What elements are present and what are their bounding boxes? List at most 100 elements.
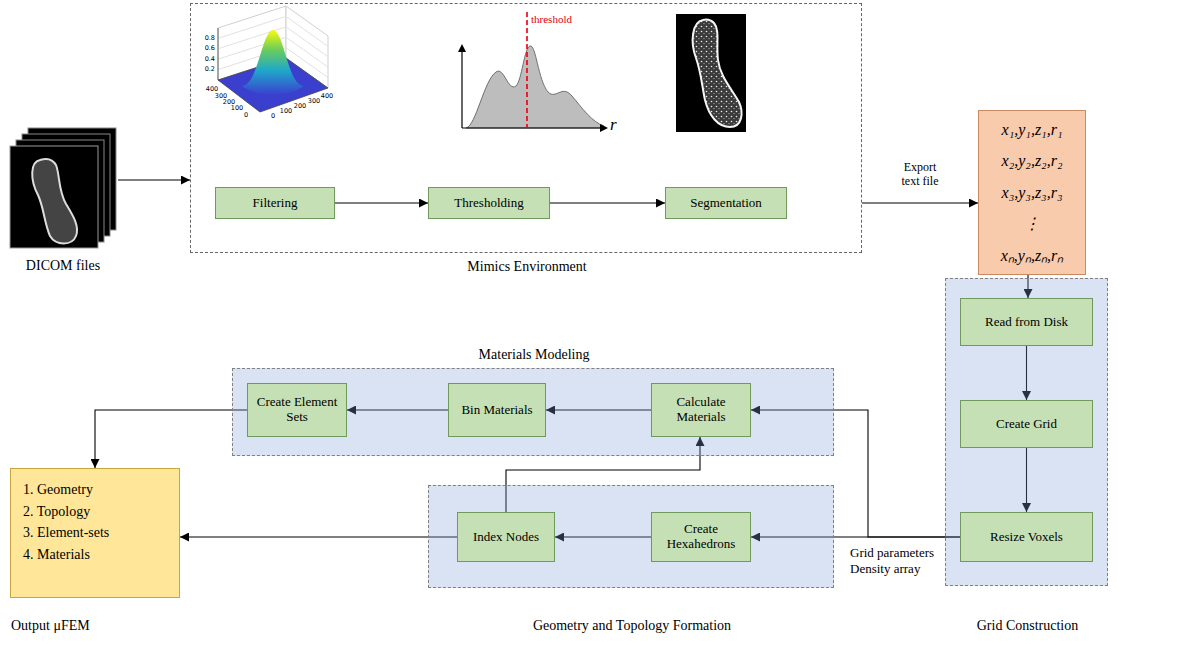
edge-label-holder: Grid parameters Density array bbox=[850, 545, 944, 576]
box-label: Filtering bbox=[253, 196, 298, 211]
coordinate-row: xₙ,yₙ,zₙ,rₙ bbox=[1001, 246, 1064, 265]
box-label: Calculate Materials bbox=[658, 395, 744, 425]
threshold-line bbox=[526, 12, 528, 128]
tick-label: 0.2 bbox=[195, 66, 215, 73]
x-axis bbox=[462, 127, 602, 128]
data-file-box: x₁,y₁,z₁,r₁ x₂,y₂,z₂,r₂ x₃,y₃,z₃,r₃ ⋮ xₙ,yₙ,… bbox=[978, 110, 1086, 275]
group-heading: DICOM files bbox=[0, 258, 198, 275]
tick-label: 0 bbox=[237, 112, 255, 119]
output-item: 4. Materials bbox=[23, 544, 90, 566]
coordinate-row: ⋮ bbox=[1024, 214, 1040, 233]
heading-holder: Output μFEM bbox=[11, 618, 301, 635]
box-label: Segmentation bbox=[690, 196, 762, 211]
edge-label: Export text file bbox=[895, 160, 945, 189]
process-box: Read from Disk bbox=[960, 298, 1093, 346]
segmented-image bbox=[676, 14, 746, 132]
dicom-stack bbox=[10, 128, 116, 248]
tick-label: 200 bbox=[291, 103, 309, 110]
segmented-bone bbox=[693, 20, 742, 127]
gaussian-surface bbox=[242, 30, 304, 95]
tick-label: 0.4 bbox=[195, 56, 215, 63]
flow-arrow bbox=[550, 202, 665, 203]
image-stack: DICOM files bbox=[8, 126, 118, 250]
group-band: Index NodesCreate HexahedronsGeometry an… bbox=[428, 485, 834, 588]
tick-label: 0.8 bbox=[195, 35, 215, 42]
dicom-slice bbox=[10, 146, 98, 248]
group-band: Create Element Sets Bin Materials Calculat… bbox=[232, 368, 834, 456]
tick-label: 300 bbox=[305, 98, 323, 105]
process-box: Bin Materials bbox=[448, 383, 546, 437]
dashed-group: FilteringThresholdingSegmentationMimics … bbox=[190, 3, 862, 253]
image-background bbox=[676, 14, 746, 132]
tick-label: 100 bbox=[277, 108, 295, 115]
axis-arrowhead bbox=[458, 44, 466, 52]
group-heading: Geometry and Topology Formation bbox=[349, 618, 915, 635]
histogram-area bbox=[466, 46, 604, 128]
heading-holder: Mimics Environment bbox=[111, 259, 943, 276]
process-box: Resize Voxels bbox=[960, 512, 1093, 562]
histogram bbox=[458, 12, 608, 132]
flow-arrow bbox=[118, 179, 190, 180]
box-label: Resize Voxels bbox=[990, 530, 1063, 545]
box-label: Bin Materials bbox=[461, 403, 532, 418]
axis-title: r bbox=[610, 116, 626, 135]
gaussian-plot bbox=[218, 6, 328, 112]
output-item: 2. Topology bbox=[23, 501, 90, 523]
coordinate-row: x₂,y₂,z₂,r₂ bbox=[1002, 151, 1063, 170]
process-box: Segmentation bbox=[665, 187, 787, 219]
process-box: Create Element Sets bbox=[247, 383, 347, 437]
output-item: 1. Geometry bbox=[23, 479, 93, 501]
tick-label: 0 bbox=[237, 112, 255, 119]
group-heading: Mimics Environment bbox=[111, 259, 943, 276]
heading-holder: Geometry and Topology Formation bbox=[349, 618, 915, 635]
z-axis bbox=[218, 28, 219, 80]
coordinate-row: x₃,y₃,z₃,r₃ bbox=[1002, 183, 1063, 202]
box-label: Index Nodes bbox=[473, 530, 539, 545]
process-box: Filtering bbox=[215, 187, 335, 219]
heading-holder: Grid Construction bbox=[866, 618, 1188, 635]
tick-label: 0.6 bbox=[195, 45, 215, 52]
axis-title: r bbox=[610, 116, 626, 135]
threshold-label: threshold bbox=[531, 13, 593, 25]
tick-label: 400 bbox=[318, 93, 336, 100]
group-heading: Grid Construction bbox=[866, 618, 1188, 635]
output-box: 1. Geometry2. Topology3. Element-sets4. … bbox=[10, 468, 180, 598]
threshold-label: threshold bbox=[531, 13, 593, 25]
tick-label: 300 bbox=[305, 98, 323, 105]
axis-arrowhead bbox=[600, 124, 608, 132]
heading-holder: DICOM files bbox=[0, 258, 198, 275]
tick-label: 0 bbox=[264, 113, 282, 120]
flow-arrow bbox=[862, 202, 978, 203]
process-box: Create Hexahedrons bbox=[651, 512, 751, 562]
edge-label: Grid parameters Density array bbox=[850, 545, 944, 576]
tick-label: 0.8 bbox=[195, 35, 215, 42]
group-heading: Materials Modeling bbox=[153, 347, 915, 364]
group-band: Read from DiskCreate GridResize VoxelsGr… bbox=[945, 278, 1108, 586]
box-label: Create Hexahedrons bbox=[658, 522, 744, 552]
tick-label: 0.4 bbox=[195, 56, 215, 63]
bone-cross-section bbox=[32, 159, 77, 244]
flow-arrow bbox=[335, 202, 428, 203]
tick-label: 100 bbox=[277, 108, 295, 115]
y-axis bbox=[461, 50, 462, 128]
tick-label: 100 bbox=[228, 105, 246, 112]
flow-arrow bbox=[95, 410, 247, 468]
tick-label: 400 bbox=[318, 93, 336, 100]
tick-label: 0.6 bbox=[195, 45, 215, 52]
heading-holder: Materials Modeling bbox=[153, 347, 915, 364]
tick-label: 0.2 bbox=[195, 66, 215, 73]
tick-label: 0 bbox=[264, 113, 282, 120]
flow-arrow bbox=[180, 536, 457, 537]
process-box: Calculate Materials bbox=[651, 383, 751, 437]
process-box: Thresholding bbox=[428, 187, 550, 219]
box-label: Create Grid bbox=[996, 417, 1057, 432]
process-box: Create Grid bbox=[960, 400, 1093, 448]
tick-label: 100 bbox=[228, 105, 246, 112]
box-label: Thresholding bbox=[454, 196, 523, 211]
coordinate-row: x₁,y₁,z₁,r₁ bbox=[1002, 120, 1063, 139]
edge-label-holder: Export text file bbox=[895, 160, 945, 189]
tick-label: 200 bbox=[291, 103, 309, 110]
box-label: Read from Disk bbox=[985, 315, 1068, 330]
group-heading: Output μFEM bbox=[11, 618, 301, 635]
output-item: 3. Element-sets bbox=[23, 522, 109, 544]
